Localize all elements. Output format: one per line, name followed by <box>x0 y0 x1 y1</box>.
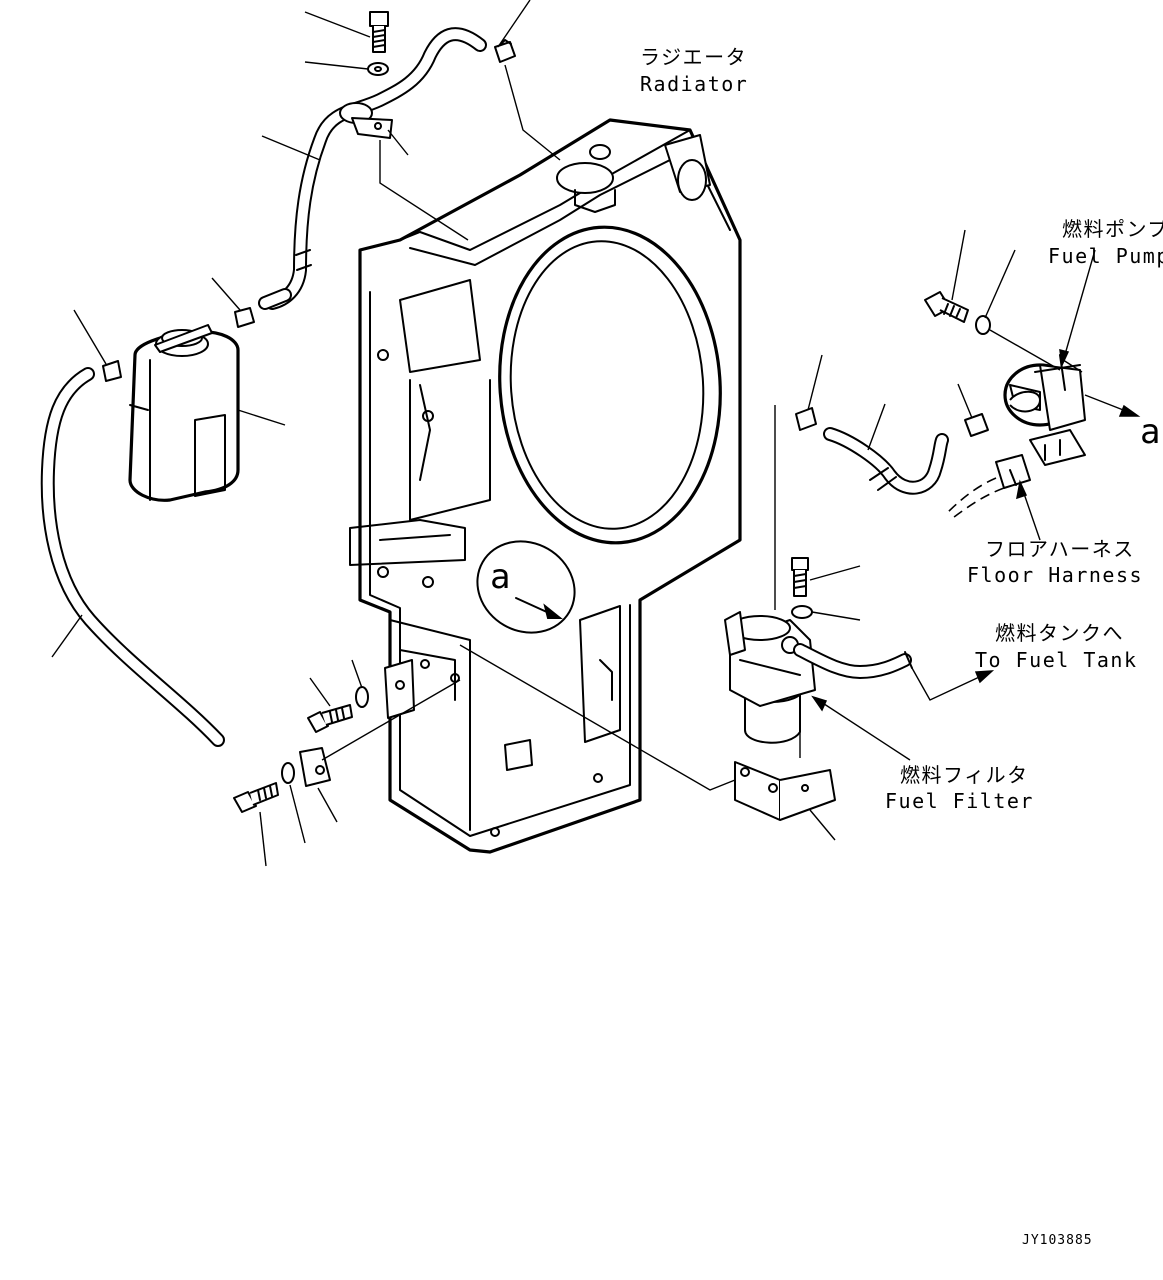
hose-clamp-top <box>494 39 516 63</box>
detail-marker-ref: a <box>1140 412 1160 452</box>
filter-washer <box>791 605 813 619</box>
radiator-label-jp: ラジエータ <box>640 45 747 69</box>
pump-washer <box>975 315 991 335</box>
drawing-code: JY103885 <box>1022 1233 1093 1248</box>
reserve-tank <box>128 324 240 502</box>
radiator-overflow-hose <box>265 27 487 310</box>
filter-bolt <box>791 557 809 597</box>
tank-hose-stub <box>258 288 292 310</box>
detail-callout-a <box>476 540 576 634</box>
washer-upper <box>367 62 389 76</box>
detail-marker: a <box>490 557 510 597</box>
fuel-filter <box>724 611 816 744</box>
to-fuel-tank-arrow <box>911 667 995 701</box>
fuel-filter-label-en: Fuel Filter <box>885 789 1034 813</box>
to-fuel-tank-label-en: To Fuel Tank <box>975 648 1138 672</box>
floor-harness-label-en: Floor Harness <box>967 563 1143 587</box>
filter-bracket <box>734 761 836 821</box>
to-fuel-tank-label-jp: 燃料タンクへ <box>995 621 1124 645</box>
pump-bolt <box>924 291 969 323</box>
washer-lower-2 <box>281 762 295 784</box>
bolt-lower-1 <box>307 704 353 733</box>
hose-clamp-right <box>795 407 817 431</box>
floor-harness-arrow <box>1016 479 1041 541</box>
bolt-lower-2 <box>233 782 279 813</box>
hose-clamp-tank <box>102 360 122 382</box>
fuel-pump-arrow <box>1059 249 1096 373</box>
fuel-pump-label-jp: 燃料ポンプ <box>1062 217 1163 241</box>
fuel-filter-arrow <box>811 695 911 761</box>
fuel-hose-pump <box>823 427 949 495</box>
leader-lines <box>51 0 1016 867</box>
hose-clamp-mid <box>234 307 255 328</box>
bolt-upper <box>369 11 389 53</box>
floor-harness-connector <box>944 454 1031 521</box>
hose-clamp-bracket <box>339 102 393 139</box>
fuel-pump <box>1003 354 1086 466</box>
fuel-pump-label-en: Fuel Pump <box>1048 244 1163 268</box>
bracket-plate-left <box>384 659 415 719</box>
radiator <box>349 118 742 854</box>
drain-hose <box>40 367 225 747</box>
pump-clamp <box>964 413 989 437</box>
washer-lower-1 <box>355 686 369 708</box>
floor-harness-label-jp: フロアハーネス <box>985 537 1135 561</box>
clip-plate <box>299 747 331 787</box>
detail-a-arrow-right <box>1084 394 1141 417</box>
fuel-tank-hose <box>793 643 913 679</box>
fuel-filter-label-jp: 燃料フィルタ <box>900 763 1029 787</box>
radiator-label-en: Radiator <box>640 72 748 96</box>
